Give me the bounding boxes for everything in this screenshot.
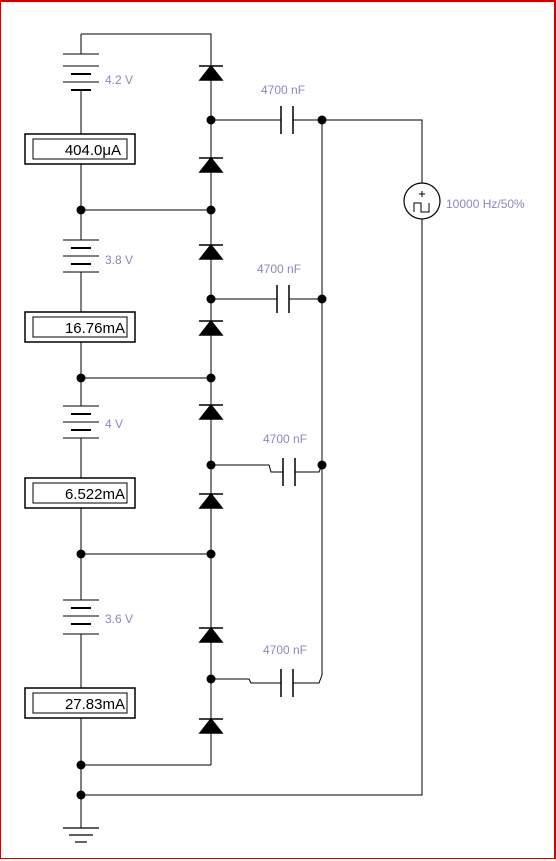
wire-top — [81, 33, 212, 120]
battery-label-1: 4.2 V — [105, 73, 133, 87]
capacitor-label-1: 4700 nF — [261, 83, 305, 97]
ammeter-3: 6.522mA — [24, 477, 136, 509]
diode-7 — [198, 626, 224, 643]
battery-label-4: 3.6 V — [105, 612, 133, 626]
battery-label-3: 4 V — [105, 417, 123, 431]
battery-4 — [63, 599, 99, 635]
battery-2 — [63, 239, 99, 273]
diodes — [198, 64, 224, 734]
battery-3 — [63, 405, 99, 439]
diode-3 — [198, 243, 224, 260]
diode-1 — [198, 64, 224, 81]
capacitor-label-4: 4700 nF — [263, 643, 307, 657]
capacitor-4 — [280, 669, 294, 697]
junction-dot — [317, 115, 327, 125]
junction-dot — [317, 294, 327, 304]
ammeter-4: 27.83mA — [24, 687, 136, 719]
capacitor-1 — [280, 106, 294, 134]
junction-dot — [76, 549, 86, 559]
junction-dot — [76, 760, 86, 770]
wire-bottom-return — [81, 218, 423, 796]
capacitor-label-2: 4700 nF — [257, 262, 301, 276]
capacitors — [276, 106, 296, 697]
ammeter-1: 404.0μA — [24, 133, 136, 165]
ammeter-reading-2: 16.76mA — [65, 320, 125, 337]
diode-5 — [198, 403, 224, 420]
junctions — [76, 115, 327, 800]
junction-dot — [206, 294, 216, 304]
ground-icon — [63, 827, 99, 843]
junction-dot — [76, 373, 86, 383]
ammeter-2: 16.76mA — [24, 311, 136, 343]
junction-dot — [206, 674, 216, 684]
square-wave-source-icon — [403, 182, 441, 220]
diode-4 — [198, 319, 224, 336]
diode-8 — [198, 717, 224, 734]
diode-6 — [198, 492, 224, 509]
wire-cap-3 — [211, 464, 323, 473]
junction-dot — [206, 549, 216, 559]
junction-dot — [206, 205, 216, 215]
wire-cap-4 — [211, 674, 323, 684]
battery-label-2: 3.8 V — [105, 253, 133, 267]
ammeter-reading-3: 6.522mA — [65, 486, 125, 503]
battery-1 — [63, 53, 99, 91]
junction-dot — [206, 460, 216, 470]
wire-source-top — [322, 119, 423, 184]
junction-dot — [206, 115, 216, 125]
junction-dot — [76, 205, 86, 215]
source-label: 10000 Hz/50% — [446, 197, 525, 211]
ammeter-reading-4: 27.83mA — [65, 696, 125, 713]
junction-dot — [76, 790, 86, 800]
diode-2 — [198, 156, 224, 173]
capacitor-label-3: 4700 nF — [263, 432, 307, 446]
junction-dot — [317, 460, 327, 470]
ammeter-reading-1: 404.0μA — [65, 142, 121, 159]
junction-dot — [206, 373, 216, 383]
capacitor-2 — [276, 285, 290, 313]
capacitor-3 — [282, 458, 296, 486]
